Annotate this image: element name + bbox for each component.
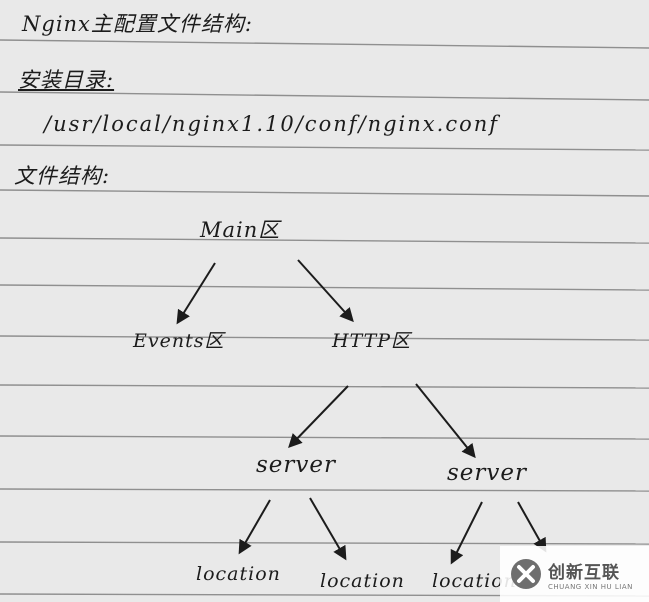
install-path: /usr/local/nginx1.10/conf/nginx.conf	[44, 112, 500, 136]
tree-node-server-left: server	[256, 452, 337, 478]
arrow-http-to-server-right	[415, 383, 476, 459]
brand-logo-icon	[511, 559, 541, 589]
install-dir-label: 安装目录:	[18, 68, 115, 92]
brand-name-en: CHUANG XIN HU LIAN	[548, 582, 633, 591]
arrow-server-right-to-location-4	[517, 501, 547, 553]
file-structure-label: 文件结构:	[14, 164, 111, 188]
notes-title: Nginx主配置文件结构:	[22, 12, 253, 36]
brand-name-cn: 创新互联	[548, 562, 620, 583]
arrow-main-to-events	[176, 262, 216, 325]
arrow-server-left-to-location-2	[309, 497, 347, 561]
tree-node-server-right: server	[447, 460, 528, 486]
tree-node-location-2: location	[320, 570, 405, 592]
tree-node-events: Events区	[133, 330, 225, 352]
tree-node-main: Main区	[200, 218, 281, 242]
arrow-server-left-to-location-1	[238, 499, 271, 555]
tree-arrows	[176, 259, 547, 565]
arrow-server-right-to-location-3	[450, 501, 483, 565]
arrow-main-to-http	[297, 259, 354, 323]
arrow-http-to-server-left	[288, 385, 349, 449]
tree-node-http: HTTP区	[332, 330, 412, 352]
brand-watermark: 创新互联 CHUANG XIN HU LIAN	[500, 546, 649, 602]
tree-node-location-3: location	[432, 570, 517, 592]
tree-node-location-1: location	[196, 563, 281, 585]
ruled-lines	[0, 39, 649, 597]
